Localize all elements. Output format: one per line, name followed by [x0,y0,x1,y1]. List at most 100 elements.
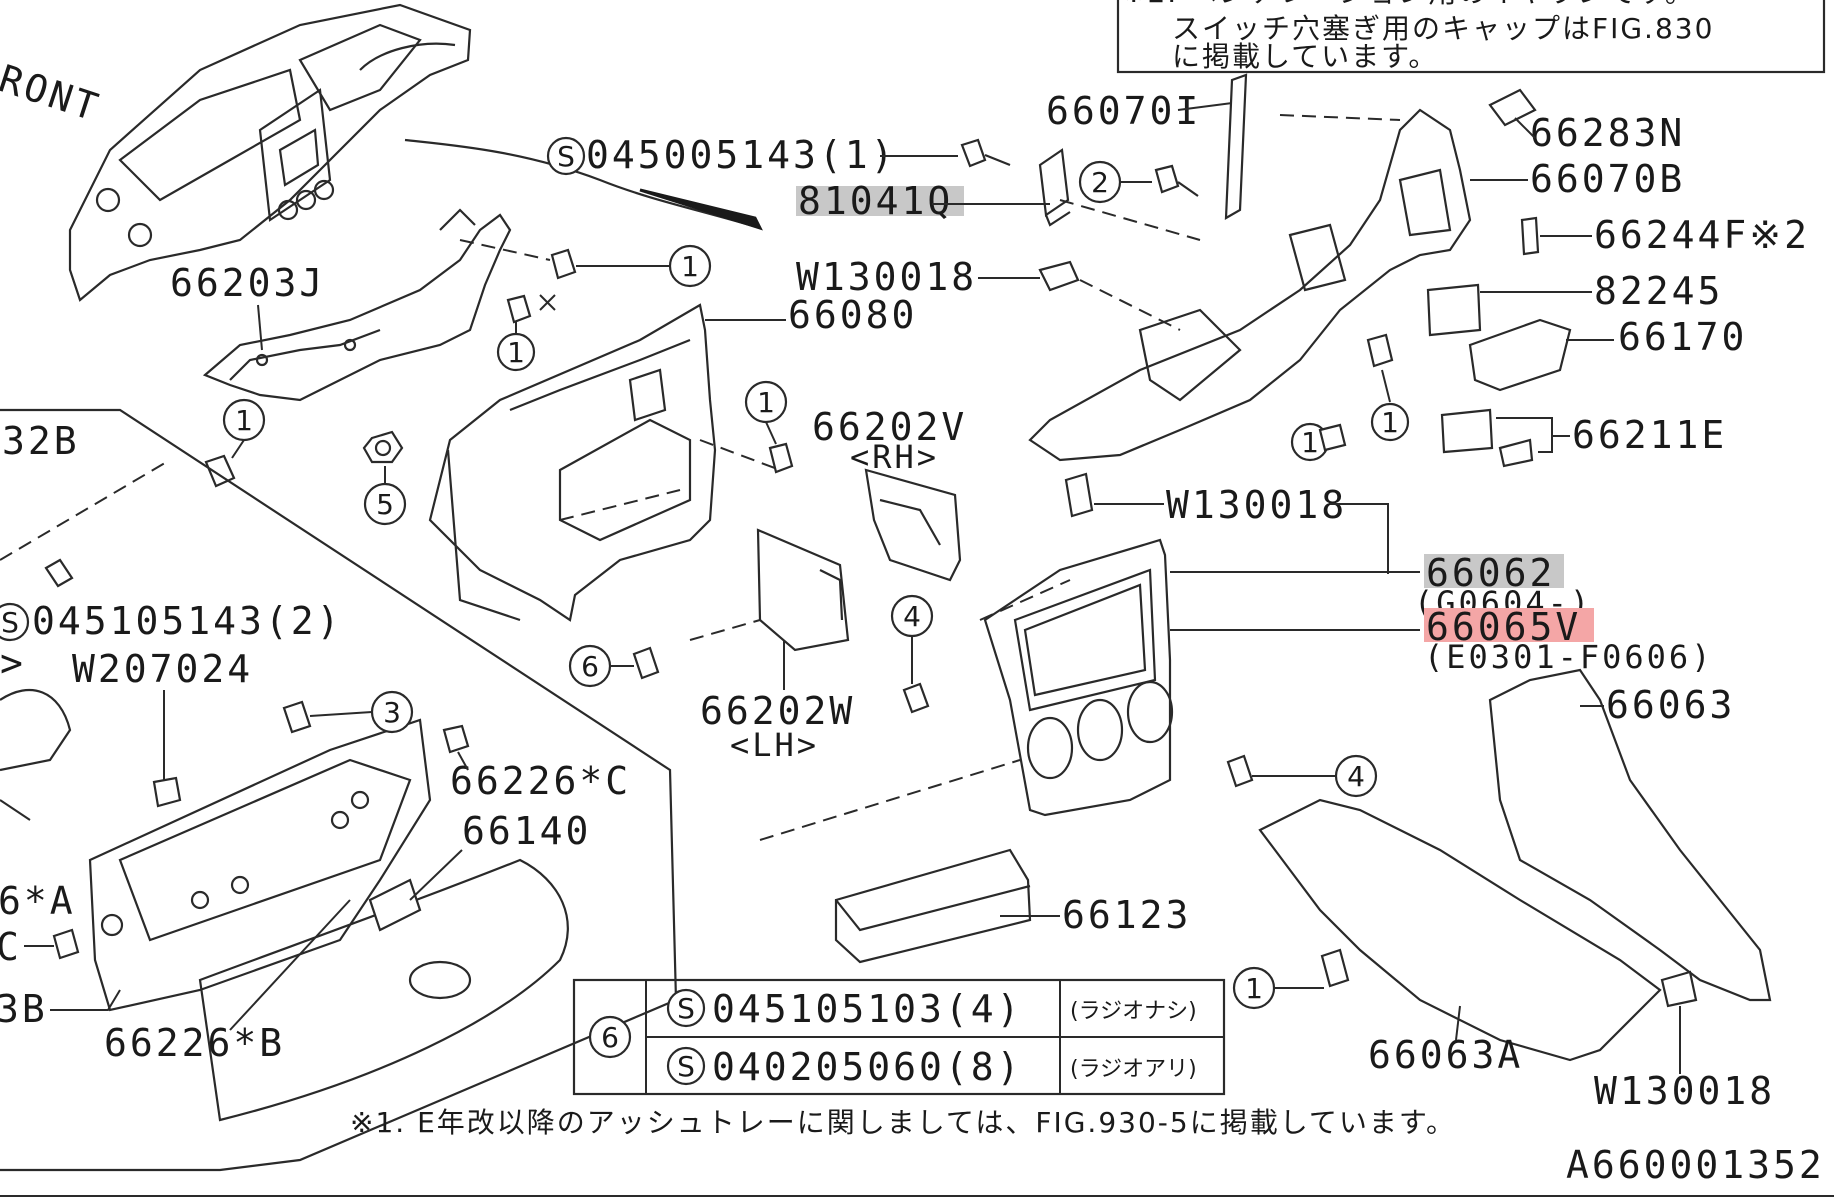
table-row-1-part: 040205060(8) [712,1045,1023,1089]
frame-66080 [428,303,717,622]
clip-W130018-a [1038,260,1080,292]
label-W130018-a: W130018 [796,255,977,299]
circle-4-b-text: 4 [1347,760,1365,793]
label-66062: 66062 [1426,551,1555,595]
highlight-81041Q [796,186,964,216]
diagram-id: A660001352 [1566,1143,1825,1187]
part-82245 [1426,283,1482,337]
s-mark-1-text: S [557,140,575,173]
screw-3 [282,700,312,734]
label-66202W-sub: <LH> [730,726,819,764]
box-66123 [834,848,1032,964]
table-key-circle [588,1015,632,1059]
label-66063A: 66063A [1368,1033,1523,1077]
console-66070B [1028,108,1472,462]
label-045105143: 045105143(2) [32,599,343,643]
table-s-mark-1 [666,1046,706,1086]
top-note-line2: スイッチ穴塞ぎ用のキャップはFIG.830 [1172,12,1714,45]
circle-1-console-a-text: 1 [1301,426,1319,459]
label-66226C: 66226*C [450,759,631,803]
s-mark-1 [546,136,586,176]
s-mark-2 [0,602,30,642]
bracket-66202W [756,528,850,652]
highlight-66062 [1424,554,1564,588]
top-note-box [1116,0,1826,74]
trim-66070I [1224,73,1248,220]
screw-1-top [550,248,577,280]
cover-66063 [1488,668,1772,1002]
label-C: C [0,925,22,969]
circle-6-text: 6 [581,650,599,683]
table-key: 6 [601,1021,619,1054]
circle-4-a-text: 4 [903,600,921,633]
clip-W130018-b [1064,472,1094,518]
front-label: RONT [0,56,106,130]
label-66202V: 66202V [812,405,967,449]
circle-1-top-text: 1 [681,250,699,283]
screw-1-bottom [1320,948,1350,988]
clip-W207024 [152,776,182,808]
top-note-line3: に掲載しています。 [1172,40,1438,73]
table-row-1-note: (ラジオアリ) [1070,1057,1197,1082]
label-66283N: 66283N [1530,111,1685,155]
label-66226B: 66226*B [104,1021,285,1065]
label-6A: 6*A [0,879,76,923]
dashboard-illustration [68,3,763,302]
label-W130018-c: W130018 [1594,1069,1775,1113]
label-66244F: 66244F※2 [1594,213,1810,257]
circle-2-text: 2 [1091,166,1109,199]
screw-6 [632,646,660,680]
clip-81041Q [1038,148,1071,227]
label-66070B: 66070B [1530,157,1685,201]
clip-66244F [1520,216,1540,256]
label-66070I: 66070I [1046,89,1201,133]
circle-1-mid-text: 1 [507,336,525,369]
label-66123: 66123 [1062,893,1191,937]
s-mark-2-text: S [1,606,19,639]
table-row-0-part: 045105103(4) [712,987,1023,1031]
circle-5-text: 5 [376,488,394,521]
part-66211E [1440,408,1494,454]
label-3B: 3B [0,987,48,1031]
table-s-mark-1-text: S [677,1050,695,1083]
screw-4-b [1226,754,1254,788]
label-66065V: 66065V [1426,605,1581,649]
table-s-mark-0-text: S [677,992,695,1025]
label-66202W: 66202W [700,689,855,733]
fastener-table: 6 S 045105103(4) (ラジオナシ) S 040205060(8) … [572,978,1226,1096]
top-note-line1: ※2. ベンチレーション用のイヤランです。 [1122,0,1695,9]
center-panel [983,538,1174,817]
screw-1-left [204,454,236,488]
label-66140: 66140 [462,809,591,853]
label-66080: 66080 [788,293,917,337]
label-gt: > [0,641,26,685]
highlight-66065V [1424,608,1594,642]
label-66203J: 66203J [170,261,325,305]
label-66202V-sub: <RH> [850,438,939,476]
screw-2 [1154,164,1180,194]
label-66211E: 66211E [1572,413,1727,457]
cover-66063A [1258,798,1662,1062]
bottom-note: ※1. E年改以降のアッシュトレーに関しましては、FIG.930-5に掲載してい… [350,1106,1456,1139]
table-row-0-note: (ラジオナシ) [1070,999,1197,1024]
clip-66283N [1488,88,1537,127]
label-W130018-b: W130018 [1166,483,1347,527]
circle-3-text: 3 [383,696,401,729]
clip-W130018-c [1660,970,1698,1008]
label-82245: 82245 [1594,269,1723,313]
circle-1-console-b [1370,402,1410,442]
circle-1-top [668,244,712,288]
circle-1-bottom-text: 1 [1245,972,1263,1005]
label-66170: 66170 [1618,315,1747,359]
label-32B: 32B [2,419,80,463]
label-66065V-sub: (E0301-F0606) [1424,638,1713,676]
bolt-045005143 [960,138,987,168]
nut-5 [362,430,404,464]
bracket-66202V [864,468,962,582]
circle-1-frame-text: 1 [757,386,775,419]
label-81041Q: 81041Q [798,179,953,223]
screw-4-a [902,682,930,714]
circle-1-console-b-text: 1 [1381,406,1399,439]
